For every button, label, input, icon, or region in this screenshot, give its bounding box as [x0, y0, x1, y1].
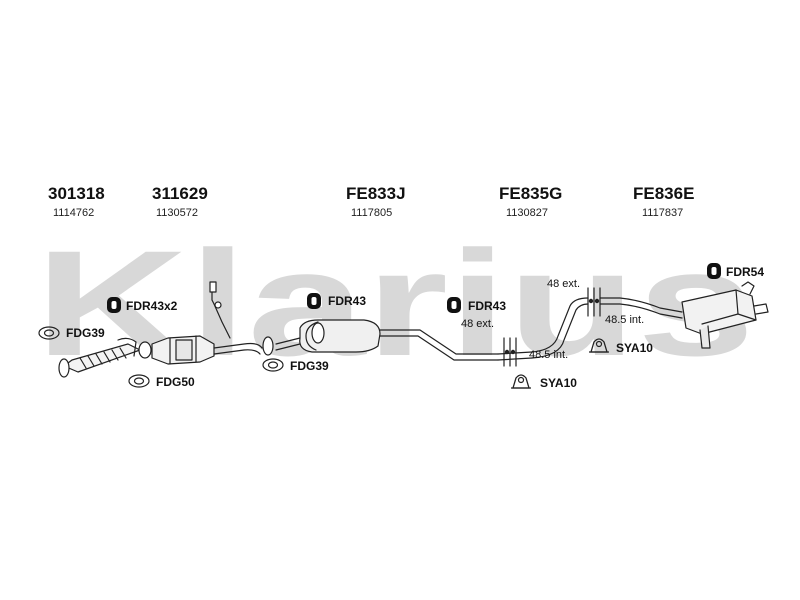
flange-gasket-icon — [262, 358, 284, 372]
rubber-hanger-icon — [307, 293, 321, 309]
part-number-5: 1117837 — [642, 207, 684, 219]
part-number-2: 1130572 — [156, 207, 199, 219]
part-number-3: 1117805 — [351, 207, 393, 219]
joint-marker-front — [497, 337, 533, 367]
mounting-bracket-icon — [511, 374, 531, 389]
label-fdr43-right: FDR43 — [468, 299, 507, 313]
annotation-int-rear: 48.5 int. — [605, 314, 645, 326]
label-fdr43-mid: FDR43 — [328, 294, 367, 308]
catalytic-converter — [138, 281, 263, 365]
mounting-bracket-icon — [589, 338, 609, 353]
part-code-1: 301318 — [48, 184, 105, 203]
label-fdg39-mid: FDG39 — [290, 359, 329, 373]
flange-gasket-icon — [38, 326, 60, 340]
label-fdr43x2: FDR43x2 — [126, 299, 178, 313]
front-flex-pipe — [58, 337, 141, 378]
part-number-4: 1130827 — [506, 207, 549, 219]
label-fdg50: FDG50 — [156, 375, 195, 389]
label-fdg39-left: FDG39 — [66, 326, 105, 340]
label-sya10-high: SYA10 — [616, 341, 653, 355]
part-code-3: FE833J — [346, 184, 406, 203]
centre-silencer — [275, 319, 499, 361]
rear-silencer — [681, 281, 769, 349]
part-code-4: FE835G — [499, 184, 563, 203]
rear-intermediate-pipe — [531, 287, 683, 359]
rubber-hanger-icon — [107, 297, 121, 313]
annotation-ext-rear: 48 ext. — [547, 278, 581, 290]
flange-gasket-icon — [128, 374, 150, 388]
rubber-hanger-icon — [707, 263, 721, 279]
annotation-ext-front: 48 ext. — [461, 318, 495, 330]
annotation-int-front: 48.5 int. — [529, 349, 569, 361]
part-code-2: 311629 — [152, 184, 208, 203]
label-sya10-low: SYA10 — [540, 376, 577, 390]
rubber-hanger-icon — [447, 297, 461, 313]
label-fdr54: FDR54 — [726, 265, 765, 279]
part-number-1: 1114762 — [53, 207, 95, 219]
part-code-5: FE836E — [633, 184, 695, 203]
